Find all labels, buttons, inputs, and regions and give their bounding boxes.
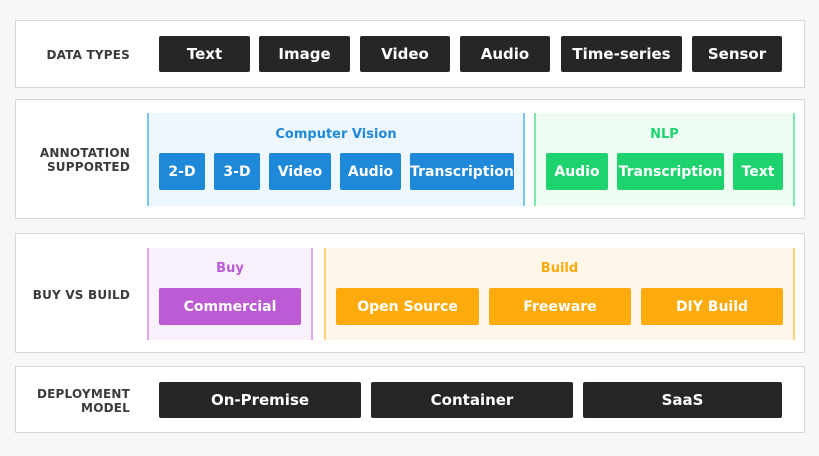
deployment-row: DEPLOYMENT MODEL On-Premise Container Sa…: [15, 366, 805, 433]
nlp-audio: Audio: [546, 153, 608, 190]
data-type-video: Video: [360, 36, 450, 72]
nlp-text: Text: [733, 153, 783, 190]
cv-3d: 3-D: [214, 153, 260, 190]
cv-video: Video: [269, 153, 331, 190]
annotation-label-line1: ANNOTATION: [39, 146, 130, 160]
build-title: Build: [540, 261, 579, 276]
buy-title: Buy: [216, 261, 244, 276]
buy-commercial: Commercial: [159, 288, 301, 325]
buy-vs-build-row: BUY VS BUILD Buy Commercial Build Open S…: [15, 233, 805, 353]
buy-group: Buy Commercial: [147, 248, 313, 340]
data-types-label: DATA TYPES: [46, 48, 130, 62]
annotation-label: ANNOTATION SUPPORTED: [16, 146, 130, 174]
nlp-group: NLP Audio Transcription Text: [534, 113, 795, 206]
build-group: Build Open Source Freeware DIY Build: [324, 248, 795, 340]
build-open-source: Open Source: [336, 288, 479, 325]
nlp-transcription: Transcription: [617, 153, 724, 190]
deployment-label: DEPLOYMENT MODEL: [16, 387, 130, 415]
nlp-title: NLP: [650, 127, 679, 142]
build-diy: DIY Build: [641, 288, 783, 325]
deployment-label-line1: DEPLOYMENT: [36, 387, 130, 401]
data-type-time-series: Time-series: [561, 36, 682, 72]
cv-audio: Audio: [340, 153, 401, 190]
data-type-audio: Audio: [460, 36, 550, 72]
data-type-sensor: Sensor: [692, 36, 782, 72]
deployment-label-line2: MODEL: [81, 401, 130, 415]
data-type-text: Text: [159, 36, 250, 72]
annotation-row: ANNOTATION SUPPORTED Computer Vision 2-D…: [15, 99, 805, 219]
annotation-label-line2: SUPPORTED: [46, 160, 130, 174]
cv-transcription: Transcription: [410, 153, 514, 190]
deployment-saas: SaaS: [583, 382, 782, 418]
cv-2d: 2-D: [159, 153, 205, 190]
computer-vision-title: Computer Vision: [275, 127, 397, 142]
computer-vision-group: Computer Vision 2-D 3-D Video Audio Tran…: [147, 113, 525, 206]
deployment-container: Container: [371, 382, 573, 418]
build-freeware: Freeware: [489, 288, 631, 325]
data-type-image: Image: [259, 36, 350, 72]
buy-vs-build-label: BUY VS BUILD: [32, 288, 130, 302]
data-types-row: DATA TYPES Text Image Video Audio Time-s…: [15, 20, 805, 88]
deployment-on-premise: On-Premise: [159, 382, 361, 418]
